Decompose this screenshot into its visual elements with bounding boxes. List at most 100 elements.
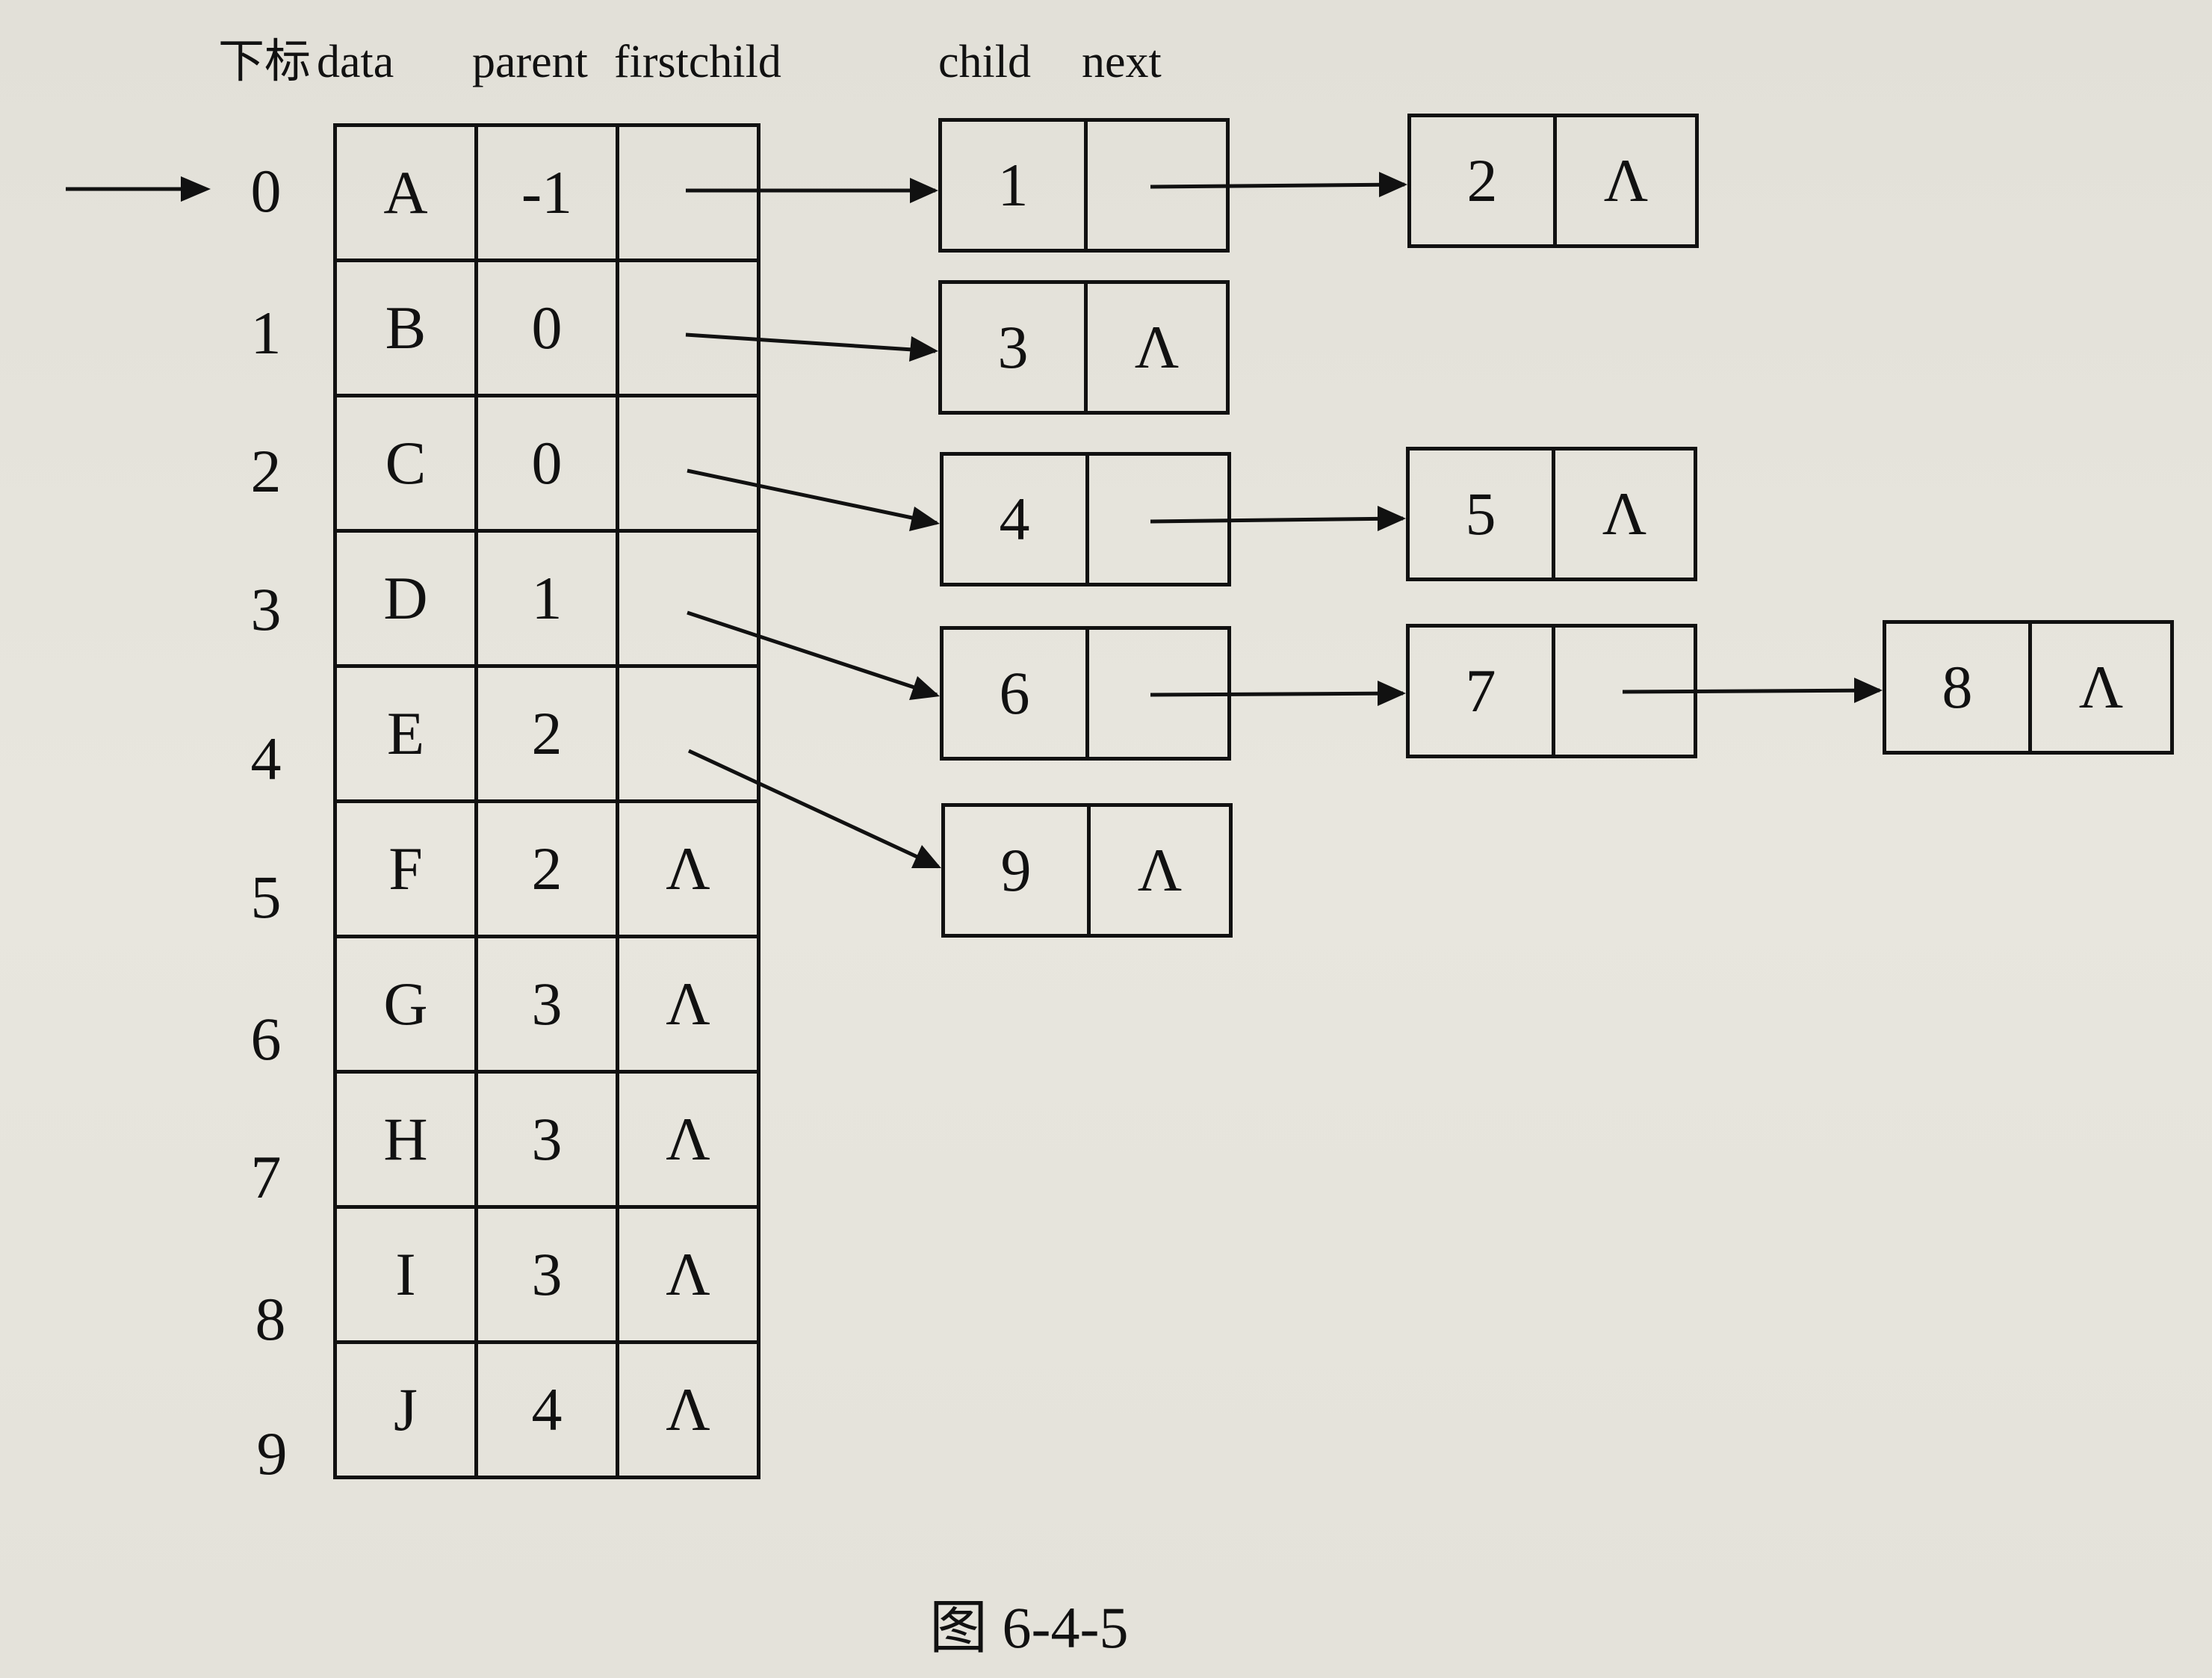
parent-cell: 3 — [474, 935, 619, 1074]
header-next: next — [1082, 37, 1162, 87]
arrowhead — [1379, 172, 1407, 197]
next-arrow-2-1 — [1150, 516, 1404, 524]
header-child: child — [938, 37, 1031, 87]
firstchild-arrow-2 — [687, 468, 938, 525]
header-data: data — [317, 37, 394, 87]
arrowhead — [910, 178, 938, 203]
child-field: 5 — [1465, 480, 1496, 548]
child-field: 2 — [1466, 146, 1498, 214]
arrowhead — [909, 336, 938, 362]
child-field: 9 — [1000, 836, 1032, 904]
child-field: 6 — [999, 659, 1030, 727]
caption-number: 6-4-5 — [1002, 1595, 1129, 1660]
firstchild-arrow-1 — [685, 332, 936, 353]
data-cell: C — [333, 394, 478, 533]
parent-cell: 1 — [474, 529, 619, 668]
header-parent: parent — [472, 37, 588, 87]
child-field: 8 — [1942, 653, 1973, 721]
row-index-3: 3 — [250, 575, 282, 643]
firstchild-cell — [616, 529, 760, 668]
parent-cell: 2 — [474, 799, 619, 938]
next-arrow-3-1 — [1150, 691, 1404, 697]
caption-prefix: 图 — [929, 1594, 988, 1662]
next-arrow-3-2 — [1622, 688, 1880, 694]
arrowhead — [909, 676, 940, 700]
child-field: 3 — [997, 313, 1029, 381]
data-cell: G — [333, 935, 478, 1074]
parent-cell: 2 — [474, 664, 619, 803]
next-field — [1552, 628, 1694, 755]
data-cell: I — [333, 1205, 478, 1344]
child-node: 6 — [940, 626, 1231, 761]
parent-cell: -1 — [474, 123, 619, 262]
row-index-5: 5 — [250, 863, 282, 931]
firstchild-arrow-3 — [687, 610, 938, 697]
head-pointer-arrowhead — [181, 176, 211, 202]
child-field: 7 — [1465, 657, 1496, 725]
firstchild-cell — [616, 664, 760, 803]
row-index-8: 8 — [255, 1285, 286, 1353]
firstchild-cell: Λ — [616, 1340, 760, 1479]
data-cell: D — [333, 529, 478, 668]
header-index: 下标 — [218, 37, 312, 87]
data-cell: F — [333, 799, 478, 938]
data-cell: E — [333, 664, 478, 803]
parent-cell: 3 — [474, 1205, 619, 1344]
child-field: 1 — [997, 151, 1029, 219]
firstchild-cell — [616, 258, 760, 397]
row-index-6: 6 — [250, 1005, 282, 1073]
row-index-9: 9 — [256, 1420, 288, 1487]
firstchild-cell: Λ — [616, 1070, 760, 1209]
row-index-0: 0 — [250, 157, 282, 225]
parent-cell: 4 — [474, 1340, 619, 1479]
firstchild-cell — [616, 394, 760, 533]
next-field — [1085, 630, 1227, 757]
next-field: Λ — [1087, 807, 1229, 934]
child-node: 8 Λ — [1883, 620, 2174, 755]
data-cell: B — [333, 258, 478, 397]
child-field: 4 — [999, 485, 1030, 553]
child-node: 5 Λ — [1406, 447, 1697, 581]
data-cell: A — [333, 123, 478, 262]
figure-caption: 图 6-4-5 — [929, 1599, 1128, 1658]
next-field — [1085, 456, 1227, 583]
arrowhead — [1378, 506, 1406, 531]
child-node: 3 Λ — [938, 280, 1230, 415]
next-field: Λ — [1552, 451, 1694, 578]
firstchild-cell: Λ — [616, 1205, 760, 1344]
arrowhead — [911, 845, 941, 868]
next-arrow-0-1 — [1150, 182, 1405, 189]
header-firstchild: firstchild — [614, 37, 781, 87]
arrowhead — [1854, 678, 1883, 703]
data-cell: H — [333, 1070, 478, 1209]
table-row: A-1 — [333, 123, 760, 262]
child-node: 2 Λ — [1407, 114, 1699, 248]
firstchild-cell — [616, 123, 760, 262]
row-index-4: 4 — [250, 725, 282, 793]
firstchild-cell: Λ — [616, 799, 760, 938]
arrowhead — [909, 507, 940, 531]
firstchild-cell: Λ — [616, 935, 760, 1074]
row-index-1: 1 — [250, 299, 282, 367]
parent-cell: 0 — [474, 394, 619, 533]
row-index-2: 2 — [250, 437, 282, 505]
data-cell: J — [333, 1340, 478, 1479]
next-field: Λ — [1553, 117, 1695, 244]
firstchild-arrow-4 — [687, 749, 940, 869]
next-field: Λ — [1084, 284, 1226, 411]
parent-cell: 0 — [474, 258, 619, 397]
row-index-7: 7 — [250, 1143, 282, 1211]
child-node: 9 Λ — [941, 803, 1233, 938]
parent-cell: 3 — [474, 1070, 619, 1209]
